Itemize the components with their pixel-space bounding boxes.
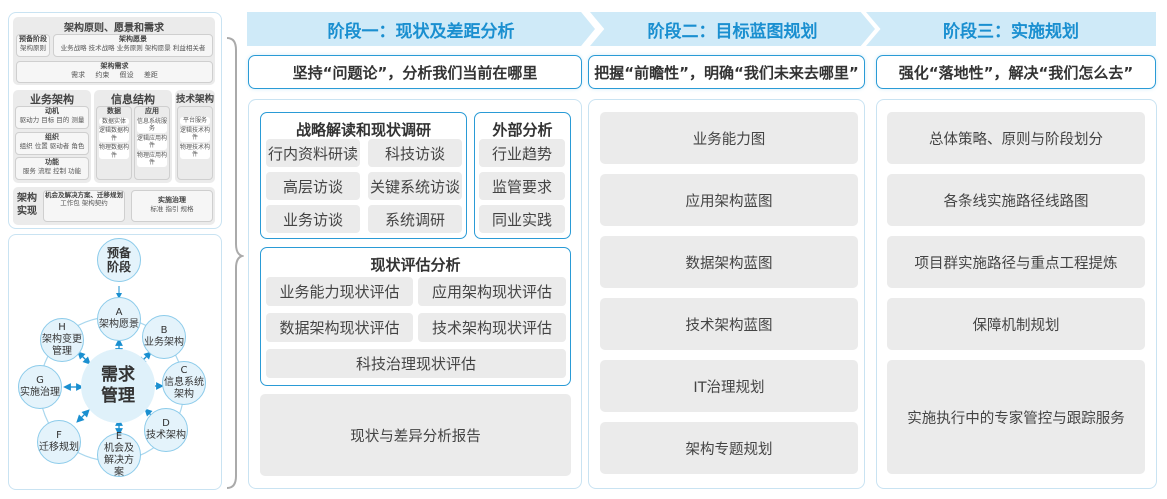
external-item: 行业趋势 [479, 139, 565, 167]
implementation-item: 项目群实施路径与重点工程提炼 [887, 236, 1145, 288]
strategy-title: 战略解读和现状调研 [295, 121, 431, 139]
implementation-item: 各条线实施路径线路图 [887, 174, 1145, 226]
stage-1-slogan: 坚持“问题论”，分析我们当前在哪里 [248, 55, 582, 89]
information-structure-block: 信息结构 数据 数据实体 逻辑数据构件 物理数据构件 应用 信息系统服务 逻辑应… [94, 90, 172, 183]
prelim-box: 预备阶段 架构原则 [16, 34, 50, 57]
blueprint-item: 技术架构蓝图 [600, 298, 858, 350]
external-analysis-card: 外部分析 行业趋势 监管要求 同业实践 [474, 112, 571, 239]
implementation-item: 实施执行中的专家管控与跟踪服务 [887, 360, 1145, 474]
data-column: 数据 数据实体 逻辑数据构件 物理数据构件 [96, 106, 132, 180]
stage-2-slogan: 把握“前瞻性”，明确“我们未来去哪里” [588, 55, 865, 89]
stage-3-panel [876, 99, 1157, 489]
assessment-item: 科技治理现状评估 [266, 349, 566, 378]
prelim-node: 预备阶段 [97, 238, 141, 282]
strategy-item: 科技访谈 [368, 139, 462, 167]
blueprint-item: 业务能力图 [600, 112, 858, 164]
external-item: 同业实践 [479, 205, 565, 233]
strategy-item: 业务访谈 [266, 205, 360, 233]
stage-2-panel [588, 99, 865, 489]
assessment-title: 现状评估分析 [370, 256, 461, 274]
requirements-title: 架构需求 [100, 62, 129, 70]
requirements-management-center: 需求管理 [81, 349, 155, 423]
external-item: 监管要求 [479, 172, 565, 200]
blueprint-item: 应用架构蓝图 [600, 174, 858, 226]
prelim-text: 架构原则 [20, 43, 46, 52]
assessment-item: 数据架构现状评估 [266, 313, 413, 342]
information-title: 信息结构 [111, 93, 155, 106]
realization-title: 架构实现 [17, 193, 37, 217]
strategy-item: 关键系统访谈 [368, 172, 462, 200]
external-title: 外部分析 [492, 121, 553, 139]
strategy-item: 行内资料研读 [266, 139, 360, 167]
stage-1-panel [248, 99, 582, 489]
stage-1-header: 阶段一：现状及差距分析 [247, 12, 595, 46]
assessment-item: 技术架构现状评估 [418, 313, 566, 342]
requirements-items: 需求 约束 假设 差距 [71, 70, 158, 79]
architecture-content-panel: 架构原则、愿景和需求 预备阶段 架构原则 架构愿景 业务战略 技术战略 业务原则… [8, 12, 222, 229]
assessment-item: 业务能力现状评估 [266, 277, 413, 306]
vision-box: 架构愿景 业务战略 技术战略 业务原则 架构愿景 利益相关者 [53, 34, 213, 57]
gap-analysis-report: 现状与差异分析报告 [260, 394, 571, 476]
technology-column: 平台服务 逻辑技术构件 物理技术构件 [177, 106, 213, 180]
principles-block: 架构原则、愿景和需求 预备阶段 架构原则 架构愿景 业务战略 技术战略 业务原则… [13, 17, 215, 85]
principles-title: 架构原则、愿景和需求 [64, 23, 164, 34]
business-group: 功能服务 流程 控制 功能 [15, 157, 89, 180]
brace-divider [226, 37, 244, 489]
stage-3-slogan: 强化“落地性”，解决“我们怎么去” [876, 55, 1156, 89]
blueprint-item: IT治理规划 [600, 360, 858, 412]
technology-title: 技术架构 [175, 94, 214, 105]
strategy-item: 高层访谈 [266, 172, 360, 200]
stage-3-header: 阶段三：实施规划 [866, 12, 1156, 46]
technology-architecture-block: 技术架构 平台服务 逻辑技术构件 物理技术构件 [175, 90, 215, 183]
realization-block: 架构实现 机会及解决方案、迁移规划工作包 架构契约 实施治理标准 指引 规格 [13, 187, 215, 225]
implementation-item: 保障机制规划 [887, 298, 1145, 350]
vision-title: 架构愿景 [119, 35, 147, 43]
business-group: 组织组织 位置 驱动者 角色 [15, 132, 89, 155]
implementation-item: 总体策略、原则与阶段划分 [887, 112, 1145, 164]
stage-2-header: 阶段二：目标蓝图规划 [590, 12, 875, 46]
prelim-title: 预备阶段 [19, 35, 47, 43]
opportunity-box: 机会及解决方案、迁移规划工作包 架构契约 [43, 190, 125, 222]
strategy-research-card: 战略解读和现状调研 行内资料研读 科技访谈 高层访谈 关键系统访谈 业务访谈 系… [260, 112, 467, 239]
strategy-item: 系统调研 [368, 205, 462, 233]
assessment-card: 现状评估分析 业务能力现状评估 应用架构现状评估 数据架构现状评估 技术架构现状… [260, 247, 571, 386]
vision-text: 业务战略 技术战略 业务原则 架构愿景 利益相关者 [60, 43, 206, 52]
application-column: 应用 信息系统服务 逻辑应用构件 物理应用构件 [134, 106, 170, 180]
assessment-item: 应用架构现状评估 [418, 277, 566, 306]
blueprint-item: 架构专题规划 [600, 422, 858, 474]
blueprint-item: 数据架构蓝图 [600, 236, 858, 288]
governance-box: 实施治理标准 指引 规格 [131, 190, 213, 222]
business-group: 动机驱动力 目标 目的 测量 [15, 106, 89, 129]
business-architecture-block: 业务架构 动机驱动力 目标 目的 测量 组织组织 位置 驱动者 角色 功能服务 … [13, 90, 91, 183]
requirements-box: 架构需求 需求 约束 假设 差距 [16, 61, 213, 83]
business-title: 业务架构 [30, 93, 74, 106]
